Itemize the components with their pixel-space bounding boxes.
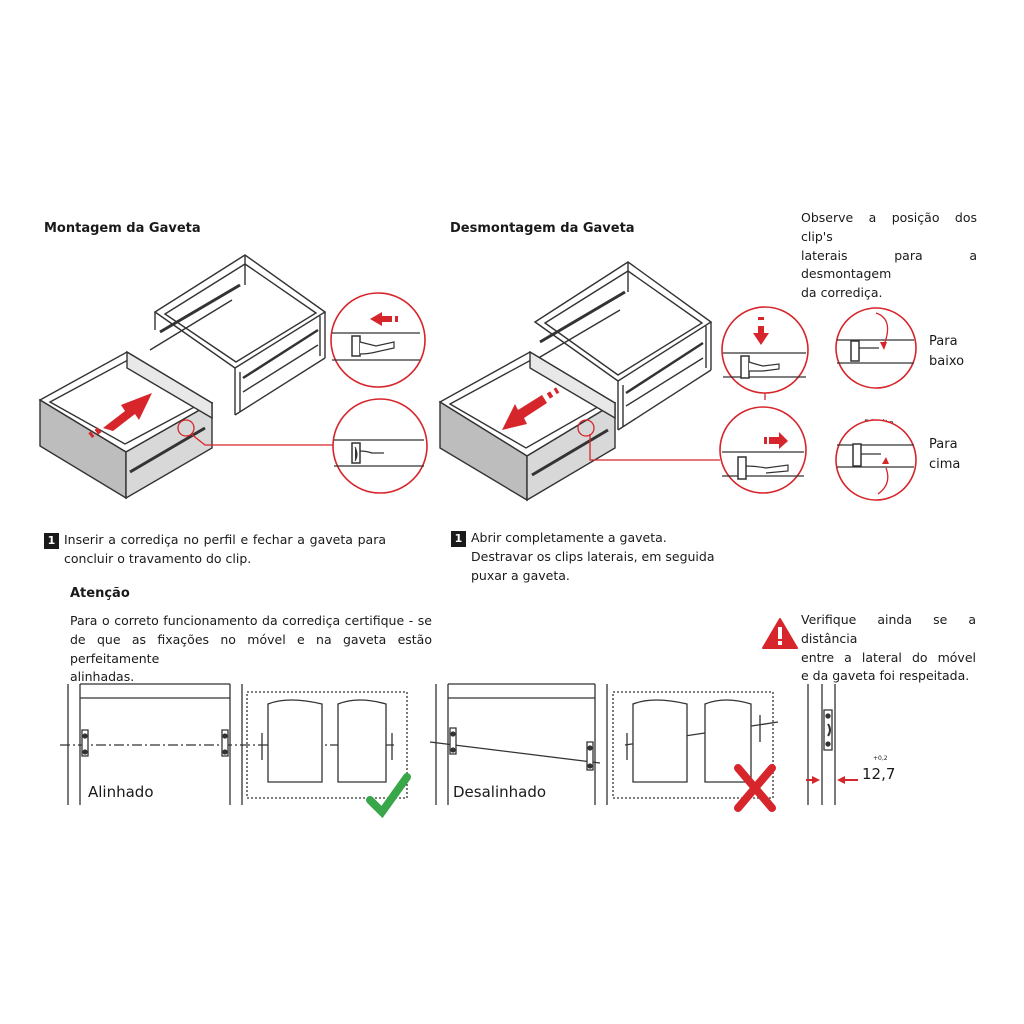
disassembly-step-number: 1 xyxy=(451,531,466,547)
disassembly-callout-top xyxy=(721,306,809,394)
clip-note: Observe a posição dos clip's laterais pa… xyxy=(801,210,977,300)
push-in-arrow xyxy=(88,393,152,438)
assembly-step-number: 1 xyxy=(44,533,59,549)
misaligned-label: Desalinhado xyxy=(453,783,547,801)
check-icon xyxy=(366,773,411,819)
label-down: Para baixo xyxy=(929,334,965,369)
disassembly-leader xyxy=(577,393,766,461)
assembly-title: Montagem da Gaveta xyxy=(44,221,201,236)
label-right-clip: Direita xyxy=(864,419,895,429)
label-left-clip: Esquerda xyxy=(856,370,899,380)
attention-text: Para o correto funcionamento da corrediç… xyxy=(70,613,432,685)
attention-title: Atenção xyxy=(70,586,130,601)
assembly-drawer xyxy=(38,350,214,500)
dimension-tolerance: +0,2 xyxy=(873,755,888,762)
cross-icon xyxy=(734,764,776,812)
disassembly-step-text: Abrir completamente a gaveta. Destravar … xyxy=(471,530,715,583)
warning-icon xyxy=(762,618,798,649)
disassembly-cabinet xyxy=(533,261,713,431)
warning-text: Verifique ainda se a distância entre a l… xyxy=(801,612,976,684)
disassembly-drawer xyxy=(438,350,617,502)
pull-out-arrow xyxy=(502,387,560,430)
disassembly-title: Desmontagem da Gaveta xyxy=(450,221,635,236)
assembly-cabinet xyxy=(149,254,327,416)
label-up: Para cima xyxy=(929,437,961,472)
aligned-label: Alinhado xyxy=(88,783,154,801)
assembly-leader xyxy=(177,419,343,446)
dimension-value: 12,7 xyxy=(862,765,896,783)
assembly-callout-bottom xyxy=(332,398,428,494)
clip-right-detail xyxy=(835,419,917,501)
disassembly-callout-bottom xyxy=(719,406,807,494)
assembly-callout-top xyxy=(330,292,426,388)
assembly-step-text: Inserir a corrediça no perfil e fechar a… xyxy=(64,532,386,566)
dimension-arrows xyxy=(806,776,858,784)
clearance-diagram xyxy=(807,684,836,805)
